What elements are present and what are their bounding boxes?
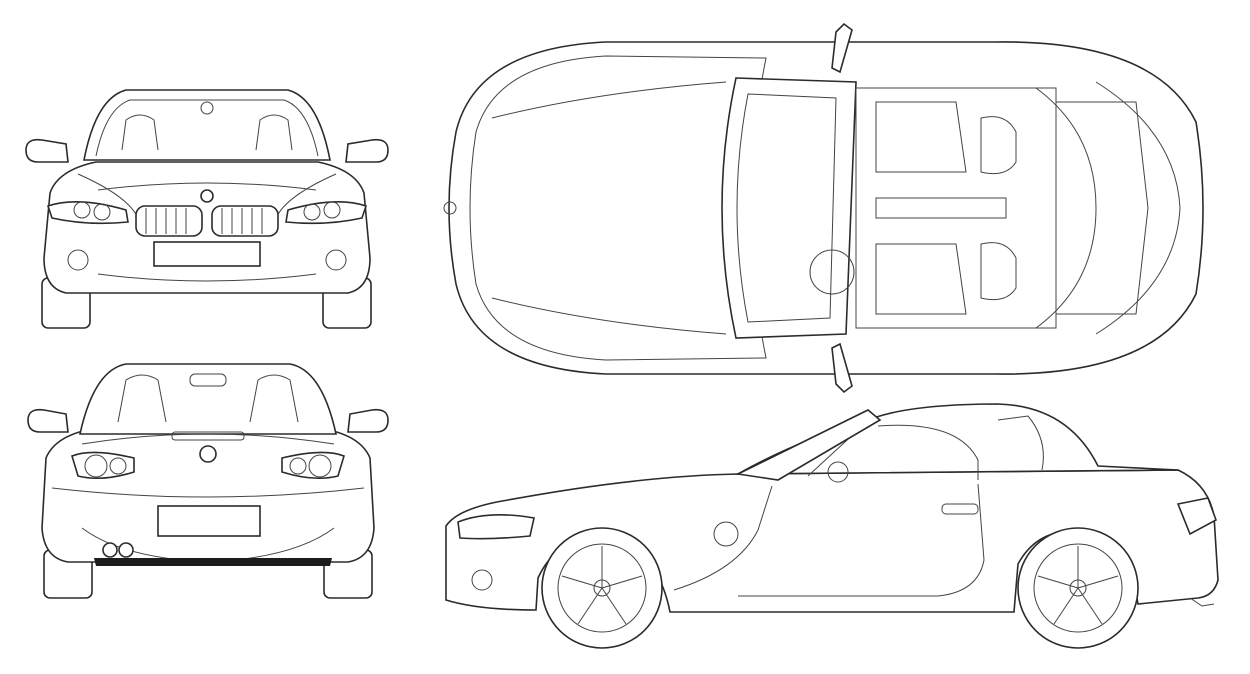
right-exhaust-tip bbox=[118, 542, 134, 558]
top-seat-passenger bbox=[875, 101, 967, 173]
side-mirror bbox=[827, 461, 849, 483]
rear-window bbox=[79, 363, 337, 435]
door-handle bbox=[941, 503, 979, 515]
front-license-plate bbox=[153, 241, 261, 267]
top-logo-icon bbox=[443, 201, 457, 215]
rear-left-rollbar bbox=[117, 374, 167, 423]
front-logo-icon bbox=[200, 189, 214, 203]
rear-diffuser bbox=[94, 558, 332, 566]
rear-view-drawing bbox=[27, 363, 389, 599]
rear-right-mirror bbox=[347, 408, 389, 433]
top-view bbox=[436, 22, 1212, 394]
side-view bbox=[438, 400, 1224, 652]
front-body bbox=[43, 161, 371, 294]
top-left-mirror bbox=[831, 22, 853, 74]
rear-right-rollbar bbox=[249, 374, 299, 423]
front-right-seat bbox=[255, 114, 293, 151]
top-cockpit bbox=[855, 87, 1057, 329]
rear-mirror bbox=[200, 101, 214, 115]
front-left-fog-light bbox=[67, 249, 89, 271]
front-view-drawing bbox=[25, 89, 389, 329]
side-fog-light bbox=[471, 569, 493, 591]
front-left-seat bbox=[121, 114, 159, 151]
side-view-drawing bbox=[445, 403, 1219, 649]
top-windshield bbox=[721, 77, 857, 339]
side-windshield bbox=[735, 409, 882, 481]
side-headlight bbox=[457, 514, 535, 540]
left-exhaust-tip bbox=[102, 542, 118, 558]
top-view-drawing bbox=[443, 22, 1204, 394]
rear-view bbox=[22, 358, 394, 604]
front-right-fog-light bbox=[325, 249, 347, 271]
top-seat-driver bbox=[875, 243, 967, 315]
front-left-mirror bbox=[25, 138, 69, 163]
top-right-mirror bbox=[831, 342, 853, 394]
top-steering-wheel bbox=[809, 249, 855, 295]
side-taillight bbox=[1176, 497, 1217, 536]
rear-left-mirror bbox=[27, 408, 69, 433]
rear-logo-icon bbox=[199, 445, 217, 463]
rear-license-plate bbox=[157, 505, 261, 537]
side-logo-icon bbox=[713, 521, 739, 547]
front-right-mirror bbox=[345, 138, 389, 163]
front-view bbox=[18, 78, 396, 336]
front-windshield bbox=[83, 89, 331, 161]
